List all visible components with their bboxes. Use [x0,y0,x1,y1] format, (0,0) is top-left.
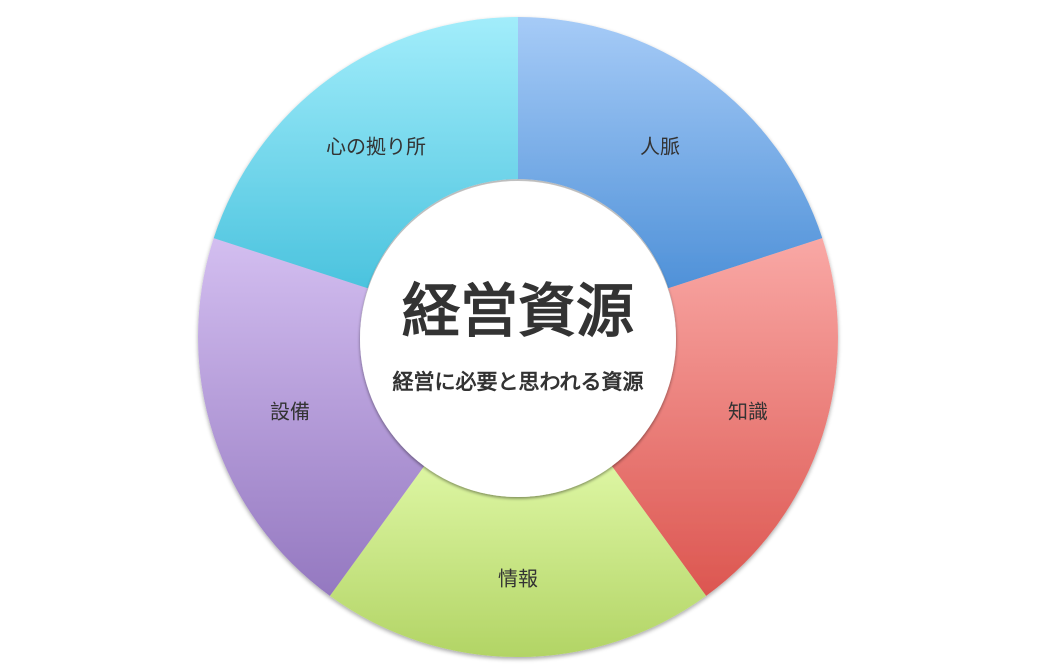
donut-ring [198,17,838,658]
segment-setsubi [198,238,426,596]
segment-label-jouhou: 情報 [498,567,538,591]
segment-label-kokoro-no-yoridokoro: 心の拠り所 [326,135,426,159]
segment-label-setsubi: 設備 [270,400,310,424]
segment-chishiki [610,238,838,596]
segment-label-jinmyaku: 人脈 [640,135,680,159]
center-title: 経営資源 [402,277,634,345]
center-subtitle: 経営に必要と思われる資源 [393,370,644,394]
segment-jinmyaku [518,17,823,289]
segment-jouhou [329,464,707,658]
segment-label-chishiki: 知識 [728,400,768,424]
segment-kokoro-no-yoridokoro [213,17,518,289]
center-circle [360,181,676,497]
